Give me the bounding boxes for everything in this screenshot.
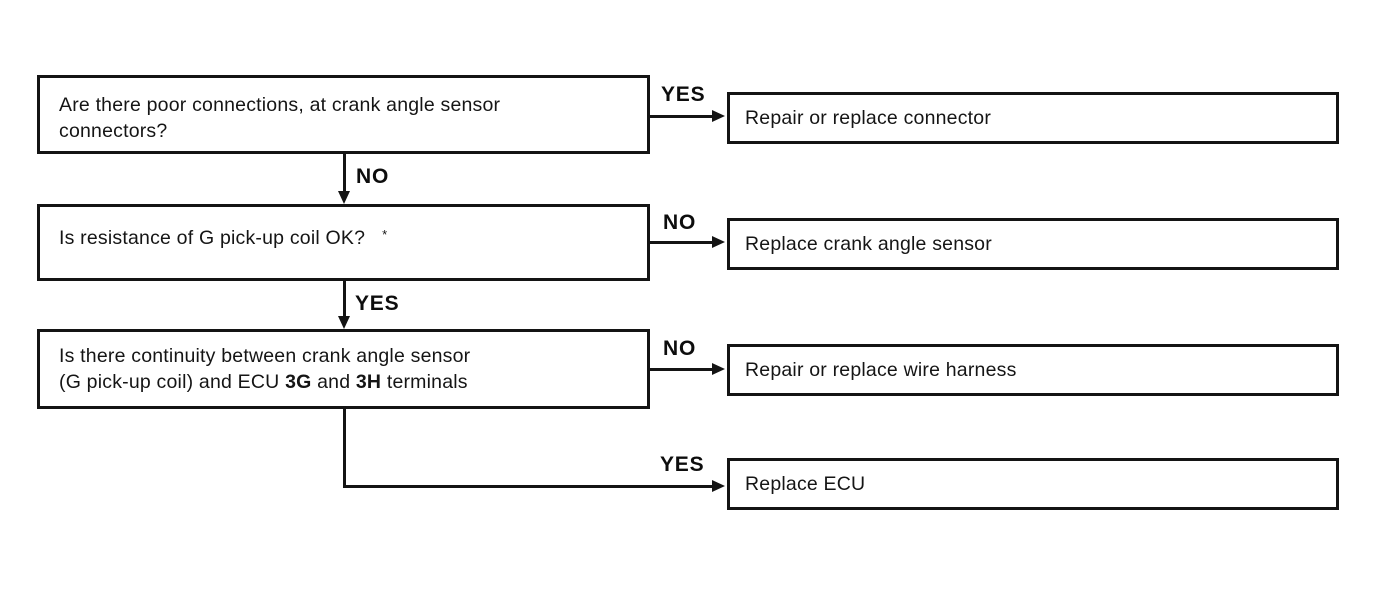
- connector-q2-a2-arrowhead-icon: [712, 236, 725, 248]
- connector-q3-a4-arrowhead-icon: [712, 480, 725, 492]
- edge-label-no-q2-a2: NO: [663, 211, 697, 234]
- connector-q2-q3-line: [343, 281, 346, 318]
- question-box-pickup-coil-resistance: Is resistance of G pick-up coil OK? *: [37, 204, 650, 281]
- edge-label-yes-q3-a4: YES: [660, 453, 705, 476]
- question-box-continuity-ecu: Is there continuity between crank angle …: [37, 329, 650, 409]
- edge-label-no-q3-a3: NO: [663, 337, 697, 360]
- terminal-id-3g: 3G: [285, 371, 312, 393]
- action-box-replace-crank-angle-sensor: Replace crank angle sensor: [727, 218, 1339, 270]
- edge-label-yes-q1-a1: YES: [661, 83, 706, 106]
- edge-label-yes-q2-q3: YES: [355, 292, 400, 315]
- question-text-line: Is there continuity between crank angle …: [59, 345, 471, 367]
- action-box-replace-ecu: Replace ECU: [727, 458, 1339, 510]
- connector-q3-a4-horizontal-line: [343, 485, 714, 488]
- connector-q1-a1-line: [650, 115, 714, 118]
- connector-q1-q2-line: [343, 154, 346, 194]
- question-box-poor-connections: Are there poor connections, at crank ang…: [37, 75, 650, 154]
- connector-q1-a1-arrowhead-icon: [712, 110, 725, 122]
- connector-q3-a3-line: [650, 368, 714, 371]
- question-text-line: Are there poor connections, at crank ang…: [59, 94, 501, 116]
- connector-q2-q3-arrowhead-icon: [338, 316, 350, 329]
- question-text: terminals: [381, 371, 468, 393]
- action-text: Replace ECU: [745, 472, 866, 495]
- question-text: and: [311, 371, 356, 393]
- action-text: Repair or replace connector: [745, 106, 992, 129]
- action-box-repair-connector: Repair or replace connector: [727, 92, 1339, 144]
- connector-q2-a2-line: [650, 241, 714, 244]
- question-text-line: connectors?: [59, 120, 168, 142]
- terminal-id-3h: 3H: [355, 371, 382, 393]
- connector-q1-q2-arrowhead-icon: [338, 191, 350, 204]
- footnote-asterisk: *: [382, 227, 388, 242]
- action-text: Repair or replace wire harness: [745, 358, 1017, 381]
- connector-q3-a4-vertical-line: [343, 409, 346, 487]
- edge-label-no-q1-q2: NO: [356, 165, 390, 188]
- connector-q3-a3-arrowhead-icon: [712, 363, 725, 375]
- question-text: (G pick-up coil) and ECU: [59, 371, 286, 393]
- action-text: Replace crank angle sensor: [745, 232, 992, 255]
- question-text: Is resistance of G pick-up coil OK?: [59, 227, 366, 249]
- action-box-repair-wire-harness: Repair or replace wire harness: [727, 344, 1339, 396]
- question-text-line: (G pick-up coil) and ECU 3G and 3H termi…: [59, 369, 633, 395]
- question-text-line: Is resistance of G pick-up coil OK? *: [59, 222, 633, 251]
